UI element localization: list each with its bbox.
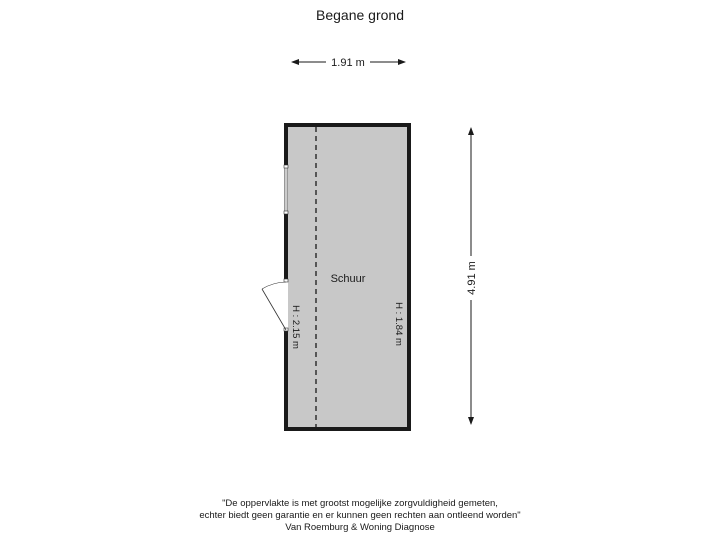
length-dimension-label: 4.91 m xyxy=(466,261,478,295)
floor-title: Begane grond xyxy=(316,7,404,23)
wall-bottom xyxy=(284,427,411,431)
door-leaf xyxy=(261,288,287,331)
room-floor xyxy=(288,127,407,427)
wall-left-top xyxy=(284,123,288,167)
room-height-left: H : 2.15 m xyxy=(290,305,301,349)
width-dimension-label: 1.91 m xyxy=(331,57,365,69)
door-swing xyxy=(261,281,287,290)
disclaimer-line-2: echter biedt geen garantie en er kunnen … xyxy=(199,510,521,521)
length-dimension: 4.91 m xyxy=(466,127,478,425)
wall-left-middle xyxy=(284,213,288,281)
walls xyxy=(284,123,411,431)
window xyxy=(283,164,289,215)
wall-left-bottom xyxy=(284,330,288,431)
wall-top xyxy=(284,123,411,127)
disclaimer: "De oppervlakte is met grootst mogelijke… xyxy=(0,498,720,534)
disclaimer-line-3: Van Roemburg & Woning Diagnose xyxy=(285,522,435,533)
door xyxy=(261,278,289,332)
room-label: Schuur xyxy=(331,273,366,285)
wall-right xyxy=(407,123,411,431)
room-height-right: H : 1.84 m xyxy=(393,302,404,346)
width-dimension: 1.91 m xyxy=(291,57,406,69)
disclaimer-line-1: "De oppervlakte is met grootst mogelijke… xyxy=(222,498,498,509)
